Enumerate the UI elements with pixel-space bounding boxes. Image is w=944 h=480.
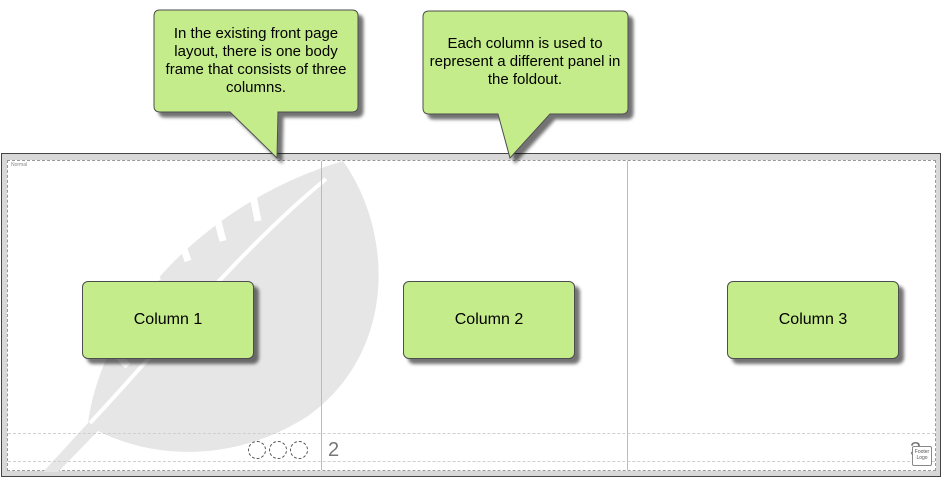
callout-bubble-1	[153, 9, 359, 160]
footer-line-top	[8, 433, 935, 434]
column-divider-1	[321, 161, 322, 470]
callout-2-text: Each column is used to represent a diffe…	[429, 35, 621, 88]
callout-shapes	[153, 9, 629, 160]
placeholder-circle-icon	[248, 441, 266, 459]
footer-logo-box[interactable]: Footer Logo	[912, 446, 932, 466]
style-label: Normal	[11, 162, 28, 168]
column-divider-2	[627, 161, 628, 470]
placeholder-circles	[248, 441, 311, 459]
placeholder-circle-icon	[290, 441, 308, 459]
column-2-shape[interactable]: Column 2	[403, 281, 575, 359]
page-number-center: 2	[328, 439, 340, 461]
placeholder-circle-icon	[269, 441, 287, 459]
column-1-shape[interactable]: Column 1	[82, 281, 254, 359]
callout-1-text: In the existing front page layout, there…	[165, 25, 347, 96]
column-3-shape[interactable]: Column 3	[727, 281, 899, 359]
callout-bubble-2	[422, 10, 629, 160]
footer-line-bottom	[8, 461, 935, 462]
